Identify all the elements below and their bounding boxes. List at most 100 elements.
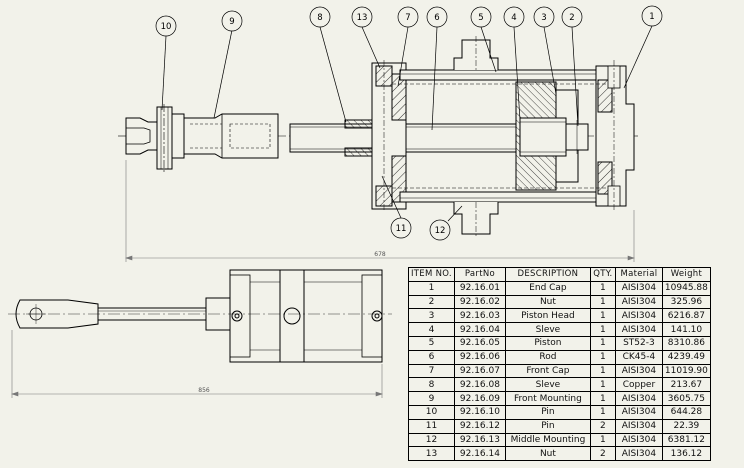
bom-cell-item: 6 — [408, 349, 455, 365]
bom-cell-description: Pin — [504, 418, 591, 434]
bom-cell-item: 3 — [408, 308, 455, 324]
bom-cell-qty: 1 — [589, 349, 616, 365]
callouts: 10 9 8 13 7 6 5 4 3 2 1 11 — [155, 5, 663, 241]
bom-header-partno: PartNo — [453, 267, 506, 282]
bom-cell-description: Front Mounting — [504, 391, 591, 406]
piston-nut — [565, 120, 589, 154]
bom-header-material: Material — [614, 267, 663, 282]
bom-cell-weight: 141.10 — [661, 322, 711, 337]
callout-9: 9 — [229, 17, 234, 27]
bom-cell-description: End Cap — [504, 280, 591, 296]
callout-5: 5 — [478, 13, 483, 23]
bom-cell-material: AISI304 — [614, 404, 663, 420]
bom-cell-item: 2 — [408, 294, 455, 310]
bom-cell-weight: 325.96 — [661, 294, 711, 310]
bom-cell-item: 5 — [408, 335, 455, 351]
bom-cell-description: Piston Head — [504, 308, 591, 324]
bom-cell-weight: 22.39 — [661, 418, 711, 434]
bom-cell-description: Sleve — [504, 322, 591, 337]
front-mounting — [183, 113, 279, 159]
bom-cell-qty: 1 — [589, 322, 616, 337]
bom-table: ITEM NO. PartNo DESCRIPTION QTY. Materia… — [408, 267, 711, 462]
bom-cell-partno: 92.16.03 — [453, 308, 506, 324]
bom-cell-weight: 8310.86 — [661, 335, 711, 351]
bom-cell-partno: 92.16.05 — [453, 335, 506, 351]
bom-cell-description: Nut — [504, 294, 591, 310]
bom-cell-item: 10 — [408, 404, 455, 420]
callout-10: 10 — [161, 22, 172, 32]
bom-cell-partno: 92.16.01 — [453, 280, 506, 296]
dimension-678-label: 678 — [374, 251, 386, 258]
bom-cell-weight: 6381.12 — [661, 432, 711, 448]
bom-cell-weight: 6216.87 — [661, 308, 711, 324]
front-cap — [344, 60, 407, 212]
bom-cell-material: AISI304 — [614, 322, 663, 337]
bom-cell-partno: 92.16.10 — [453, 404, 506, 420]
bom-cell-qty: 1 — [589, 377, 616, 393]
bom-cell-material: AISI304 — [614, 418, 663, 434]
bom-cell-material: AISI304 — [614, 308, 663, 324]
callout-1: 1 — [649, 12, 654, 22]
bom-cell-partno: 92.16.12 — [453, 418, 506, 434]
bom-cell-qty: 1 — [589, 363, 616, 379]
bom-cell-material: AISI304 — [614, 446, 663, 462]
callout-7: 7 — [405, 13, 410, 23]
piston — [515, 81, 579, 191]
dimension-856 — [11, 330, 383, 398]
bom-cell-partno: 92.16.08 — [453, 377, 506, 393]
bom-cell-partno: 92.16.09 — [453, 391, 506, 406]
clevis-fork — [125, 104, 185, 172]
bom-cell-description: Sleve — [504, 377, 591, 393]
rear-bolt — [371, 310, 383, 322]
front-bolt — [231, 310, 243, 322]
bom-cell-material: AISI304 — [614, 280, 663, 296]
bom-cell-weight: 11019.90 — [661, 363, 711, 379]
bom-cell-item: 12 — [408, 432, 455, 448]
section-view: 678 — [118, 36, 640, 262]
bom-cell-material: AISI304 — [614, 294, 663, 310]
bom-cell-item: 11 — [408, 418, 455, 434]
bom-cell-item: 4 — [408, 322, 455, 337]
bom-cell-qty: 1 — [589, 335, 616, 351]
bom-cell-qty: 2 — [589, 446, 616, 462]
bom-cell-partno: 92.16.07 — [453, 363, 506, 379]
bom-cell-description: Middle Mounting — [504, 432, 591, 448]
bom-cell-qty: 1 — [589, 404, 616, 420]
bom-cell-item: 13 — [408, 446, 455, 462]
bom-cell-description: Rod — [504, 349, 591, 365]
bom-cell-qty: 1 — [589, 280, 616, 296]
bom-cell-partno: 92.16.04 — [453, 322, 506, 337]
dimension-856-label: 856 — [198, 387, 210, 394]
bom-cell-partno: 92.16.06 — [453, 349, 506, 365]
bom-cell-partno: 92.16.13 — [453, 432, 506, 448]
middle-mounting — [453, 36, 499, 238]
cylinder-body — [229, 269, 383, 363]
bom-cell-qty: 1 — [589, 294, 616, 310]
bom-cell-weight: 213.67 — [661, 377, 711, 393]
callout-3: 3 — [541, 13, 546, 23]
callout-4: 4 — [511, 13, 516, 23]
bom-cell-weight: 10945.88 — [661, 280, 711, 296]
middle-mount-hole — [283, 307, 301, 325]
front-view: 856 — [8, 269, 392, 398]
bom-cell-material: CK45-4 — [614, 349, 663, 365]
bom-cell-description: Piston — [504, 335, 591, 351]
callout-bubble — [155, 15, 177, 37]
bom-cell-description: Front Cap — [504, 363, 591, 379]
bom-cell-item: 9 — [408, 391, 455, 406]
bom-cell-material: AISI304 — [614, 432, 663, 448]
bom-cell-weight: 136.12 — [661, 446, 711, 462]
callout-13: 13 — [357, 13, 368, 23]
pin-10-body — [156, 106, 173, 170]
